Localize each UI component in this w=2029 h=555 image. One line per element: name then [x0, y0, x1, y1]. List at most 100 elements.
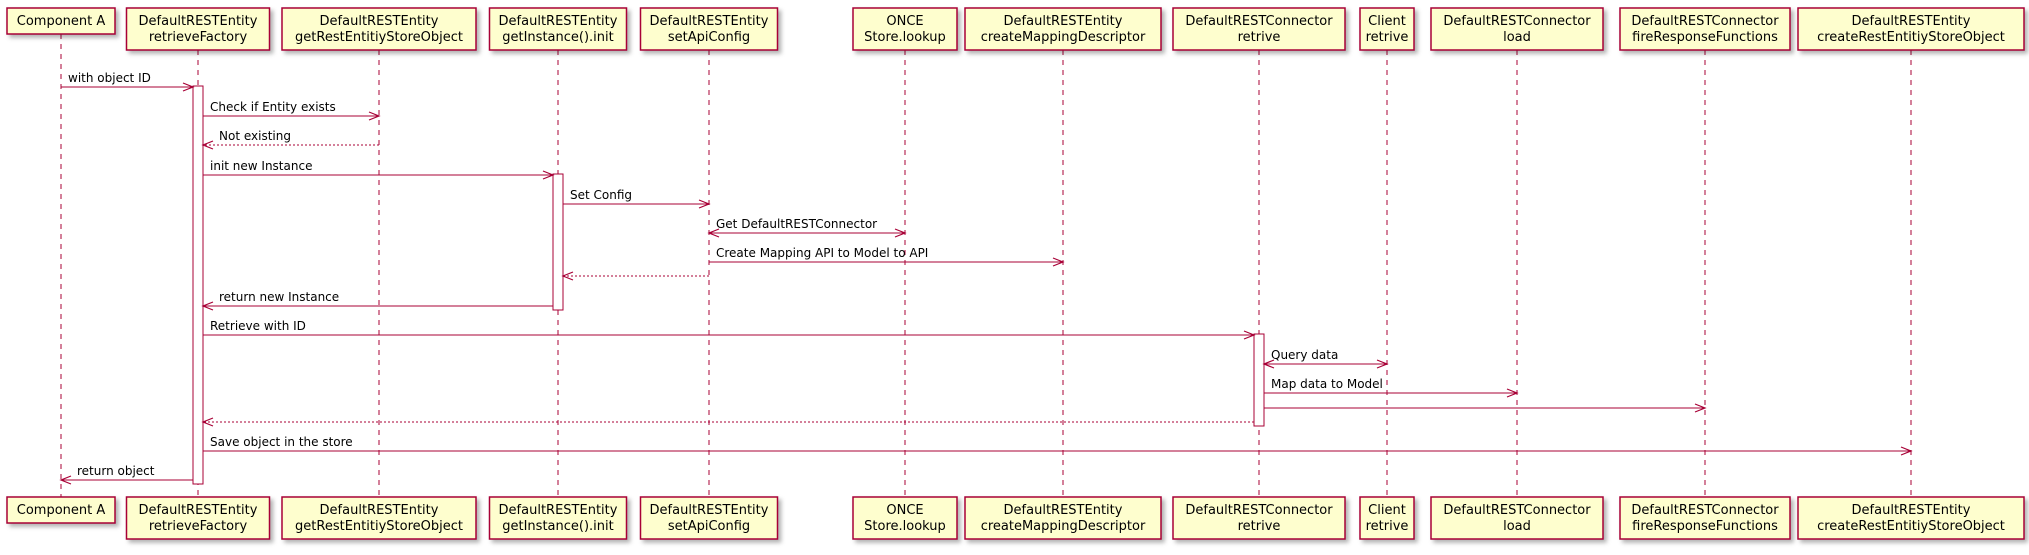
participant-label: getRestEntitiyStoreObject — [295, 30, 463, 45]
arrowhead — [1052, 257, 1065, 267]
participant-label: DefaultRESTEntity — [139, 503, 258, 518]
participant-box — [1172, 496, 1346, 540]
participant-label: createMappingDescriptor — [981, 30, 1146, 45]
activation-bar-connector_retrive — [1253, 333, 1265, 427]
participant-label: retrieveFactory — [149, 519, 248, 534]
participant-box — [125, 496, 271, 540]
participant-label: Client — [1368, 14, 1406, 29]
participant-label: retrive — [1366, 30, 1409, 45]
participant-component_a-bottom: Component A — [6, 496, 116, 524]
participant-box — [1359, 7, 1415, 51]
participant-label: Client — [1368, 503, 1406, 518]
participant-label: getInstance().init — [502, 30, 613, 45]
participant-label: getInstance().init — [502, 519, 613, 534]
arrowhead — [1506, 388, 1519, 398]
message: Set Config — [563, 188, 711, 209]
participant-box — [852, 7, 958, 51]
message: Retrieve with ID — [203, 319, 1256, 340]
arrowhead — [1243, 330, 1256, 340]
participant-label: DefaultRESTEntity — [320, 503, 439, 518]
participant-label: setApiConfig — [668, 30, 750, 45]
message-label: Get DefaultRESTConnector — [716, 217, 877, 231]
arrowhead — [201, 417, 214, 427]
message-label: with object ID — [68, 71, 151, 85]
message-label: Not existing — [219, 129, 291, 143]
participant-label: retrive — [1238, 30, 1281, 45]
participant-get_store_object-top: DefaultRESTEntitygetRestEntitiyStoreObje… — [281, 7, 477, 51]
message-label: Retrieve with ID — [210, 319, 306, 333]
participant-label: ONCE — [886, 14, 923, 29]
participant-label: setApiConfig — [668, 519, 750, 534]
participant-label: DefaultRESTConnector — [1443, 503, 1591, 518]
participant-box — [6, 7, 116, 35]
participant-label: DefaultRESTConnector — [1631, 503, 1779, 518]
message: Create Mapping API to Model to API — [709, 246, 1065, 267]
participant-fire_response_functions-top: DefaultRESTConnectorfireResponseFunction… — [1619, 7, 1791, 51]
arrowhead — [182, 82, 195, 92]
participant-box — [639, 496, 779, 540]
participant-label: DefaultRESTEntity — [139, 14, 258, 29]
message-label: return new Instance — [219, 290, 339, 304]
participant-box — [488, 7, 628, 51]
participant-box — [125, 7, 271, 51]
arrowhead — [201, 301, 214, 311]
participant-create_store_object-top: DefaultRESTEntitycreateRestEntitiyStoreO… — [1797, 7, 2025, 51]
participant-box — [964, 7, 1162, 51]
message — [1264, 403, 1707, 413]
participant-box — [639, 7, 779, 51]
message-label: return object — [77, 464, 155, 478]
arrowhead-back — [1262, 359, 1275, 369]
message: Check if Entity exists — [203, 100, 381, 121]
arrowhead — [1900, 446, 1913, 456]
participant-box — [1359, 496, 1415, 540]
participant-label: DefaultRESTConnector — [1443, 14, 1591, 29]
messages: with object ID Check if Entity existsNot … — [59, 71, 1913, 485]
message: Not existing — [201, 129, 379, 150]
activation-bar-retrieve_factory — [192, 85, 204, 485]
participant-box — [1619, 496, 1791, 540]
participant-label: Component A — [17, 14, 106, 29]
activation-bars — [192, 85, 1265, 485]
lifelines — [60, 34, 1912, 497]
participant-box — [281, 7, 477, 51]
message-label: Set Config — [570, 188, 632, 202]
participant-label: DefaultRESTEntity — [1004, 14, 1123, 29]
message-label: Query data — [1271, 348, 1338, 362]
message: with object ID — [61, 71, 195, 92]
participant-box — [6, 496, 116, 524]
participant-box — [488, 496, 628, 540]
arrowhead — [561, 271, 574, 281]
participant-label: DefaultRESTEntity — [1852, 503, 1971, 518]
participant-label: fireResponseFunctions — [1632, 30, 1778, 45]
arrowhead — [1694, 403, 1707, 413]
participant-box — [964, 496, 1162, 540]
arrowhead-back — [707, 228, 720, 238]
participant-label: Component A — [17, 503, 106, 518]
participant-label: DefaultRESTConnector — [1185, 14, 1333, 29]
arrowhead — [542, 170, 555, 180]
arrowhead — [1376, 359, 1389, 369]
participant-component_a-top: Component A — [6, 7, 116, 35]
participant-label: DefaultRESTEntity — [650, 503, 769, 518]
participant-label: DefaultRESTConnector — [1631, 14, 1779, 29]
participant-label: createRestEntitiyStoreObject — [1817, 519, 2005, 534]
participant-box — [1430, 496, 1604, 540]
message-label: Create Mapping API to Model to API — [716, 246, 928, 260]
participant-label: retrive — [1366, 519, 1409, 534]
message-label: Map data to Model — [1271, 377, 1383, 391]
